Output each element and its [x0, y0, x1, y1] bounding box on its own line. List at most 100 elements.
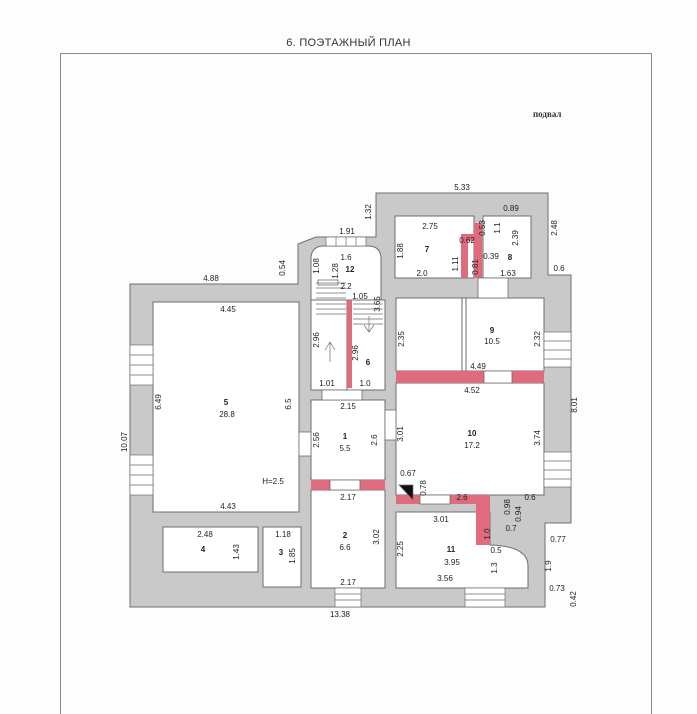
room-1-area: 5.5 [339, 444, 351, 453]
room-4-floor [162, 526, 259, 573]
dim-6-5: 6.5 [284, 398, 293, 410]
stair-arrow-up-icon [324, 341, 336, 362]
room-2-area: 6.6 [339, 543, 351, 552]
red-wall-10-11-b [476, 495, 490, 545]
room-labels: 5 28.8 H=2.5 4 3 12 6 1 5.5 2 6.6 7 8 9 … [201, 245, 513, 567]
dim-0-77: 0.77 [550, 535, 566, 544]
dim-1-63: 1.63 [500, 269, 516, 278]
room-5-height: H=2.5 [262, 477, 284, 486]
room-5-area: 28.8 [219, 410, 235, 419]
dim-3-01-b: 3.01 [433, 515, 449, 524]
door-openings [298, 277, 513, 505]
dim-8-01: 8.01 [570, 397, 579, 413]
door-9-10 [483, 370, 513, 384]
window-left-1 [129, 344, 154, 386]
dimension-labels: 5.33 1.91 1.6 4.88 2.75 0.89 0.62 0.39 2… [197, 183, 566, 619]
level-label: подвал [533, 109, 562, 119]
dim-10-07: 10.07 [120, 431, 129, 452]
dim-1-1: 1.1 [493, 222, 502, 234]
section-mark-icon [398, 484, 414, 501]
dim-1-91: 1.91 [339, 227, 355, 236]
room-10-id: 10 [468, 429, 477, 438]
dim-2-6-b: 2.6 [456, 493, 468, 502]
dim-0-73: 0.73 [549, 584, 565, 593]
room-4-id: 4 [201, 545, 206, 554]
red-wall-7-8-b [461, 234, 482, 241]
window-left-2 [129, 454, 154, 496]
door-1-10 [384, 409, 397, 441]
dim-0-78: 0.78 [419, 480, 428, 496]
dim-1-88: 1.88 [396, 243, 405, 259]
dim-3-56: 3.56 [437, 574, 453, 583]
dim-13-38: 13.38 [330, 610, 351, 619]
door-1-5 [298, 431, 312, 457]
dim-2-25: 2.25 [396, 541, 405, 557]
room-9-area: 10.5 [484, 337, 500, 346]
dim-4-49: 4.49 [470, 362, 486, 371]
dim-4-43: 4.43 [220, 502, 236, 511]
dim-1-05: 1.05 [352, 292, 368, 301]
window-right-9 [543, 331, 572, 368]
room-10-area: 17.2 [464, 441, 480, 450]
dim-2-17-b: 2.17 [340, 578, 356, 587]
window-bottom-11 [464, 587, 506, 608]
dim-1-0-a: 1.0 [359, 379, 371, 388]
red-wall-stair [347, 300, 352, 388]
dim-0-7: 0.7 [505, 524, 517, 533]
dim-3-02: 3.02 [372, 529, 381, 545]
dim-5-33: 5.33 [454, 183, 470, 192]
dim-0-6-b: 0.6 [524, 493, 536, 502]
dim-3-65: 3.65 [373, 296, 382, 312]
dim-0-5: 0.5 [490, 546, 502, 555]
room-5-id: 5 [224, 398, 229, 407]
dim-2-75: 2.75 [422, 222, 438, 231]
room-9-id: 9 [490, 326, 495, 335]
dim-1-3: 1.3 [490, 562, 499, 574]
dim-1-08: 1.08 [312, 258, 321, 274]
drawing-frame [60, 53, 652, 714]
dim-2-48-b: 2.48 [197, 530, 213, 539]
dim-1-6: 1.6 [340, 253, 352, 262]
dim-0-54: 0.54 [278, 260, 287, 276]
dim-3-74: 3.74 [533, 430, 542, 446]
dim-2-0: 2.0 [416, 269, 428, 278]
dim-1-43: 1.43 [232, 544, 241, 560]
windows [129, 236, 572, 608]
room-3-id: 3 [279, 548, 284, 557]
room-2-floor [310, 489, 386, 589]
room-11-id: 11 [447, 545, 456, 554]
staircase [316, 282, 414, 501]
room-11-floor [395, 511, 529, 589]
dim-0-6-a: 0.6 [553, 264, 565, 273]
dim-4-45: 4.45 [220, 305, 236, 314]
dim-0-89: 0.89 [503, 204, 519, 213]
room-5-floor [152, 301, 300, 513]
red-wall-9-10 [396, 371, 544, 383]
room-2-id: 2 [343, 531, 348, 540]
room-1-id: 1 [343, 432, 348, 441]
dim-0-81: 0.81 [471, 259, 480, 275]
dim-2-35: 2.35 [397, 331, 406, 347]
room-3-floor [262, 526, 302, 588]
stair-arrow-down-icon [363, 316, 375, 333]
door-10-11 [419, 494, 451, 505]
dim-1-85: 1.85 [288, 548, 297, 564]
window-right-10 [543, 451, 572, 488]
dim-1-32: 1.32 [364, 204, 373, 220]
dim-0-53: 0.53 [478, 220, 487, 236]
room-8-id: 8 [508, 253, 513, 262]
dim-2-56: 2.56 [312, 432, 321, 448]
dim-0-67: 0.67 [400, 469, 416, 478]
door-6-1 [321, 389, 363, 401]
dim-0-62: 0.62 [459, 236, 475, 245]
dim-1-11: 1.11 [451, 256, 460, 272]
dim-2-6-a: 2.6 [370, 434, 379, 446]
door-2-top [329, 479, 361, 491]
door-12-stair [317, 279, 339, 286]
door-8-9 [477, 277, 509, 299]
dim-1-28: 1.28 [331, 263, 340, 279]
room-6-id: 6 [366, 358, 371, 367]
dim-0-98: 0.98 [503, 499, 512, 515]
dim-4-52: 4.52 [464, 386, 480, 395]
dim-1-9: 1.9 [544, 560, 553, 572]
